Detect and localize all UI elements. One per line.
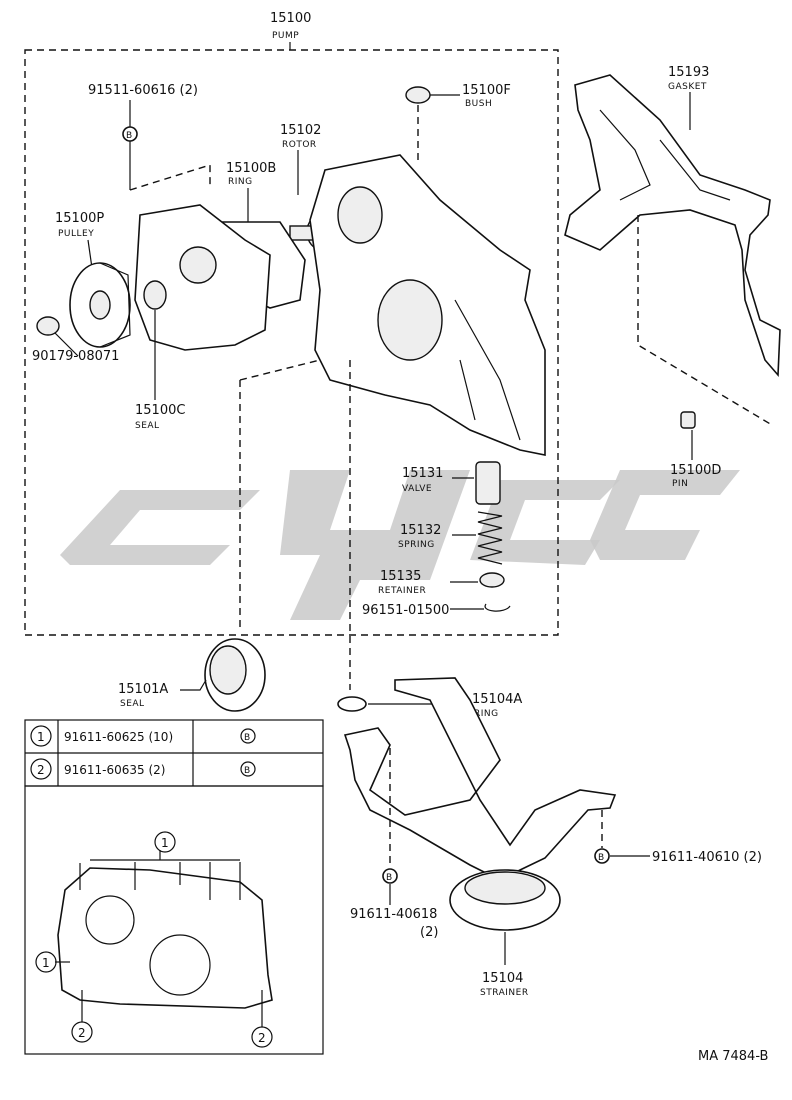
pin-label: PIN xyxy=(672,479,688,489)
inset-marker-2-icon xyxy=(251,1026,273,1048)
inset-marker-1-top: 1 xyxy=(161,836,169,850)
gasket-icon xyxy=(564,74,781,378)
bolt-40618-part-number: 91611-40618 xyxy=(350,907,437,922)
inset-marker-1-icon xyxy=(154,831,176,853)
inset-marker-2-left: 2 xyxy=(78,1026,86,1040)
bolt-91511-dash xyxy=(129,164,211,191)
valve-part-number: 15131 xyxy=(402,466,443,481)
b-marker-icon xyxy=(240,728,256,744)
row-1-part: 91611-60625 (10) xyxy=(64,730,173,744)
strainer-part-number: 15104 xyxy=(482,971,523,986)
ring-b-label: RING xyxy=(228,177,253,187)
gasket-part-number: 15193 xyxy=(668,65,709,80)
gasket-detail xyxy=(599,109,731,201)
strainer-screen xyxy=(464,871,546,905)
inset-housing-diagram: 1 1 2 2 xyxy=(35,831,273,1048)
seal-a-part-number: 15101A xyxy=(118,682,168,697)
bush-icon xyxy=(405,86,431,104)
bush-label: BUSH xyxy=(465,99,492,109)
ring-a-label: RING xyxy=(474,709,499,719)
valve-label: VALVE xyxy=(402,484,432,494)
pin-part-number: 15100D xyxy=(670,463,721,478)
pump-assembly-boundary xyxy=(24,49,559,636)
row-2-index-icon xyxy=(30,758,52,780)
pulley-label: PULLEY xyxy=(58,229,94,239)
inset-frame xyxy=(24,785,324,1055)
bolt-table: 1 91611-60625 (10) B 2 91611-60635 (2) B xyxy=(24,719,324,1055)
inset-marker-1-left: 1 xyxy=(42,956,50,970)
pulley-leader xyxy=(87,239,93,269)
row-1-mark: B xyxy=(244,733,251,743)
gasket-label: GASKET xyxy=(668,82,707,92)
spring-part-number: 15132 xyxy=(400,523,441,538)
spring-icon xyxy=(477,511,503,565)
pulley-hub xyxy=(89,290,111,320)
bolt-91511-label: 91511-60616 (2) xyxy=(88,83,198,98)
row-2-part: 91611-60635 (2) xyxy=(64,763,166,777)
bolt-40610-part-number: 91611-40610 (2) xyxy=(652,850,762,865)
clip-part-number: 96151-01500 xyxy=(362,603,449,618)
ring-a-icon xyxy=(337,696,367,712)
b-marker-icon xyxy=(382,868,398,884)
pump-body-bore xyxy=(179,246,217,284)
pump-housing-ribs xyxy=(454,299,521,441)
retainer-icon xyxy=(479,572,505,588)
gasket-dash xyxy=(637,215,773,426)
b-marker-text: B xyxy=(126,131,133,141)
pump-housing-bore xyxy=(377,279,443,361)
inset-marker-2-icon xyxy=(71,1021,93,1043)
row-2-mark: B xyxy=(244,766,251,776)
seal-c-label: SEAL xyxy=(135,421,160,431)
seal-a-inner xyxy=(209,645,247,695)
rotor-part-number: 15102 xyxy=(280,123,321,138)
nut-part-number: 90179-08071 xyxy=(32,349,119,364)
clip-icon xyxy=(484,603,511,612)
b-marker-icon xyxy=(240,761,256,777)
row-1-index-icon xyxy=(30,725,52,747)
b-marker-text: B xyxy=(386,873,393,883)
ring-b-part-number: 15100B xyxy=(226,161,276,176)
row-1-index: 1 xyxy=(37,730,45,744)
pump-label: PUMP xyxy=(272,31,299,41)
ring-a-part-number: 15104A xyxy=(472,692,522,707)
watermark-logo xyxy=(60,470,740,620)
seal-c-icon xyxy=(143,280,167,310)
retainer-label: RETAINER xyxy=(378,586,426,596)
spring-label: SPRING xyxy=(398,540,435,550)
pin-icon xyxy=(680,411,696,429)
diagram-code: MA 7484-B xyxy=(698,1049,768,1064)
valve-icon xyxy=(475,461,501,505)
inset-marker-1-icon xyxy=(35,951,57,973)
seal-a-label: SEAL xyxy=(120,699,145,709)
b-marker-text: B xyxy=(598,853,605,863)
inset-marker-2-right: 2 xyxy=(258,1031,266,1045)
retainer-part-number: 15135 xyxy=(380,569,421,584)
nut-leader xyxy=(54,332,79,357)
seal-a-leader xyxy=(180,679,207,691)
strainer-pipe-icon xyxy=(343,677,617,881)
pump-housing-port xyxy=(337,186,383,244)
seal-c-part-number: 15100C xyxy=(135,403,185,418)
pulley-part-number: 15100P xyxy=(55,211,104,226)
pulley-teeth xyxy=(99,262,131,348)
row-2-index: 2 xyxy=(37,763,45,777)
bolt-40618-qty: (2) xyxy=(420,925,438,940)
bush-part-number: 15100F xyxy=(462,83,511,98)
rotor-label: ROTOR xyxy=(282,140,317,150)
seal-a-dash xyxy=(239,359,321,630)
strainer-label: STRAINER xyxy=(480,988,529,998)
nut-icon xyxy=(36,316,60,336)
b-marker-icon xyxy=(594,848,610,864)
pump-part-number: 15100 xyxy=(270,11,311,26)
